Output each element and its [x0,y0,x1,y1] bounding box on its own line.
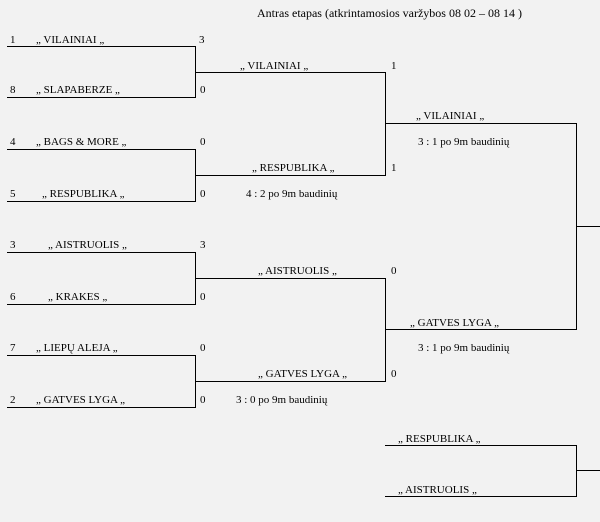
seed-number: 5 [10,188,16,200]
team-score: 0 [200,84,206,96]
bracket-connector [385,278,386,382]
seed-number: 1 [10,34,16,46]
bracket-line [7,252,195,253]
team-score: 0 [200,342,206,354]
bracket-line [195,381,385,382]
match-note: 3 : 1 po 9m baudinių [418,136,510,148]
match-note: 4 : 2 po 9m baudinių [246,188,338,200]
bracket-line [385,123,576,124]
team-score: 1 [391,60,397,72]
team-name: „ RESPUBLIKA „ [42,188,125,200]
bracket-line [7,97,195,98]
team-name: „ RESPUBLIKA „ [252,162,335,174]
bracket-line [385,496,576,497]
team-name: „ AISTRUOLIS „ [258,265,337,277]
team-name: „ GATVES LYGA „ [36,394,126,406]
bracket-line [7,355,195,356]
team-score: 0 [391,368,397,380]
team-name: „ AISTRUOLIS „ [398,484,477,496]
team-name: „ VILAINIAI „ [416,110,485,122]
team-name: „ SLAPABERZE „ [36,84,120,96]
team-score: 3 [199,34,205,46]
team-name: „ KRAKES „ [48,291,108,303]
team-name: „ BAGS & MORE „ [36,136,127,148]
match-note: 3 : 0 po 9m baudinių [236,394,328,406]
bracket-line [576,470,600,471]
team-name: „ VILAINIAI „ [36,34,105,46]
team-name: „ GATVES LYGA „ [410,317,500,329]
bracket-line [7,201,195,202]
team-score: 1 [391,162,397,174]
seed-number: 6 [10,291,16,303]
bracket-line [195,175,385,176]
bracket-line [385,445,576,446]
bracket-line [7,407,195,408]
match-note: 3 : 1 po 9m baudinių [418,342,510,354]
team-score: 0 [200,136,206,148]
team-name: „ VILAINIAI „ [240,60,309,72]
bracket-line [7,46,195,47]
bracket-connector [385,72,386,176]
team-score: 0 [200,394,206,406]
page-title: Antras etapas (atkrintamosios varžybos 0… [257,6,522,20]
bracket-line [195,72,385,73]
seed-number: 4 [10,136,16,148]
team-score: 0 [200,291,206,303]
seed-number: 7 [10,342,16,354]
seed-number: 3 [10,239,16,251]
team-name: „ LIEPŲ ALEJA „ [36,342,118,354]
bracket-line [195,278,385,279]
bracket-line [7,304,195,305]
seed-number: 2 [10,394,16,406]
team-score: 3 [200,239,206,251]
team-score: 0 [200,188,206,200]
bracket-line [7,149,195,150]
bracket-line [576,226,600,227]
bracket-connector [576,445,577,497]
team-score: 0 [391,265,397,277]
team-name: „ RESPUBLIKA „ [398,433,481,445]
team-name: „ AISTRUOLIS „ [48,239,127,251]
seed-number: 8 [10,84,16,96]
team-name: „ GATVES LYGA „ [258,368,348,380]
bracket-line [385,329,576,330]
